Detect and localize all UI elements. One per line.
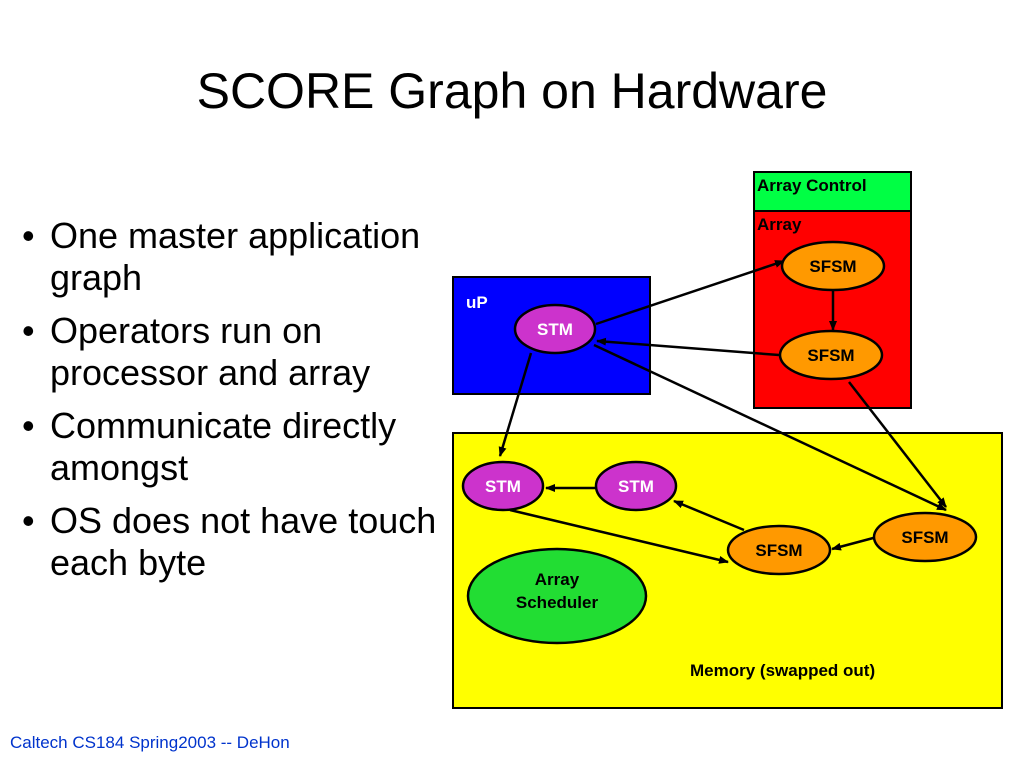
bullet-list: •One master application graph •Operators…	[20, 215, 440, 595]
bullet-item: •One master application graph	[22, 215, 421, 299]
array-control-box	[753, 171, 912, 212]
bullet-item: •OS does not have touch each byte	[22, 499, 437, 584]
svg-text:SFSM: SFSM	[809, 257, 856, 276]
slide-title: SCORE Graph on Hardware	[196, 63, 828, 119]
edge-up-stm-to-mem-sfsm-right	[593, 343, 947, 512]
svg-text:STM: STM	[485, 477, 521, 496]
svg-text:STM: STM	[618, 477, 654, 496]
slide-footer: Caltech CS184 Spring2003 -- DeHon	[10, 733, 290, 752]
bullet-item: •Operators run on processor and array	[22, 309, 371, 394]
svg-text:SFSM: SFSM	[755, 541, 802, 560]
edge-mem-stm-left-to-sfsm-middle	[509, 508, 729, 564]
array-label: Array	[757, 215, 802, 234]
edge-array-sfsm-bottom-to-mem-sfsm-right	[848, 381, 947, 508]
edge-array-sfsm-bottom-to-up-stm	[596, 337, 780, 357]
memory-label: Memory (swapped out)	[690, 661, 875, 680]
array-sfsm-top-node: SFSM	[780, 240, 886, 292]
up-stm-node: STM	[513, 303, 597, 355]
array-sfsm-bottom-node: SFSM	[778, 329, 884, 381]
svg-text:Scheduler: Scheduler	[516, 593, 599, 612]
svg-text:SFSM: SFSM	[807, 346, 854, 365]
svg-text:STM: STM	[537, 320, 573, 339]
edge-up-stm-to-mem-stm-left	[498, 352, 533, 457]
memory-box	[452, 432, 1003, 709]
mem-stm-right-node: STM	[594, 460, 678, 512]
mem-sfsm-middle-node: SFSM	[726, 524, 832, 576]
edge-mem-sfsm-right-to-middle	[831, 535, 878, 551]
mem-sfsm-right-node: SFSM	[872, 511, 978, 563]
bullet-item: •Communicate directly amongst	[22, 404, 397, 489]
edge-up-stm-to-array-sfsm-top	[595, 259, 785, 326]
array-scheduler-node: Array Scheduler	[466, 547, 648, 645]
svg-text:SFSM: SFSM	[901, 528, 948, 547]
mem-stm-left-node: STM	[461, 460, 545, 512]
edge-mem-sfsm-middle-to-stm-right	[673, 499, 745, 532]
array-control-label: Array Control	[757, 176, 867, 195]
up-label: uP	[466, 293, 488, 312]
svg-text:Array: Array	[535, 570, 580, 589]
